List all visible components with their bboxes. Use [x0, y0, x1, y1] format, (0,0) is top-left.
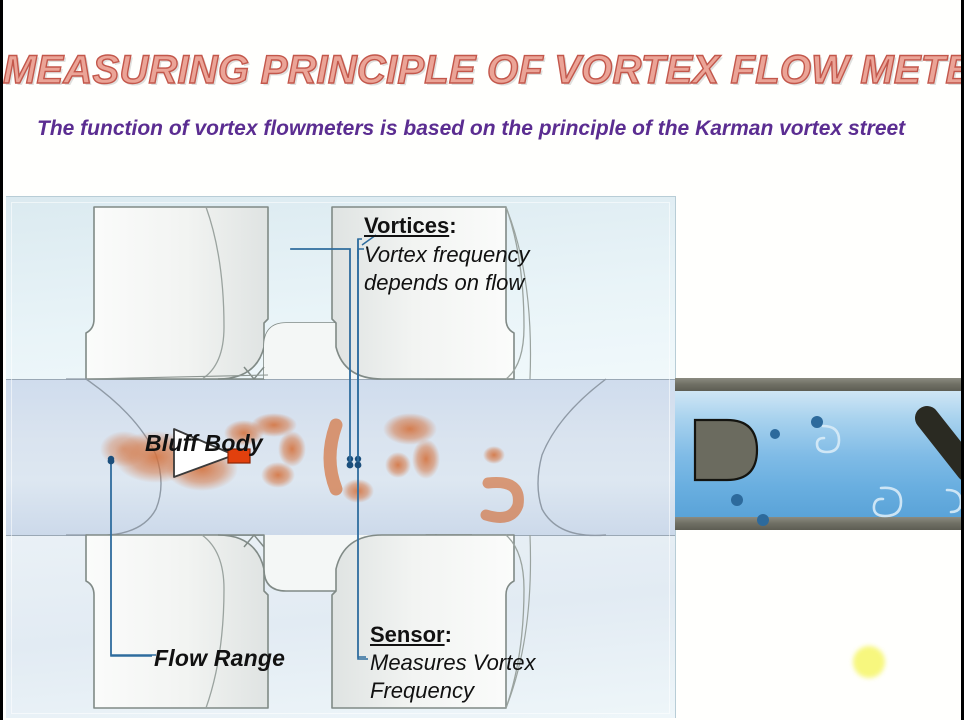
- sensor-marker: [227, 448, 251, 464]
- label-vortices-heading: Vortices:: [364, 213, 457, 239]
- pipe-bubbles: [731, 416, 823, 526]
- leader-sensor: [357, 465, 368, 660]
- leader-dot-flow-range: [107, 457, 115, 465]
- label-vortices-line1: Vortex frequency: [364, 242, 530, 267]
- label-sensor-heading: Sensor:: [370, 622, 452, 648]
- vortex-meter-diagram-panel: Bluff Body Vortices: Vortex frequency de…: [6, 196, 676, 718]
- leader-flow-range: [110, 461, 152, 657]
- pipe-wall-top: [675, 378, 961, 391]
- label-vortices-heading-text: Vortices: [364, 213, 450, 238]
- label-vortices-colon: :: [449, 213, 457, 238]
- label-sensor-line2: Frequency: [370, 678, 474, 703]
- leader-line-vortices-stub: [361, 234, 377, 246]
- leader-lines-overlay: [107, 238, 368, 660]
- meter-body-lower-right: [331, 534, 525, 709]
- pipe-illustration: [675, 378, 961, 530]
- meter-right-casing-curve: [505, 206, 532, 380]
- label-vortices-line2: depends on flow: [364, 270, 525, 295]
- meter-right-casing-curve-lower: [505, 534, 532, 709]
- label-bluff-body: Bluff Body: [145, 430, 263, 456]
- pipe-contents-graphic: [693, 406, 961, 526]
- label-flow-range: Flow Range: [154, 645, 286, 671]
- flow-channel-top-edge: [6, 379, 675, 380]
- yellow-accent-dot: [853, 646, 885, 678]
- pipe-vortex-swirl-1: [815, 424, 841, 454]
- leader-dot-vortices: [354, 461, 362, 469]
- bluff-body-element: [173, 428, 235, 478]
- leader-bluff-body: [290, 248, 351, 465]
- pipe-bluff-body: [693, 418, 759, 482]
- pipe-vortex-swirl-3: [945, 488, 961, 514]
- subtitle-text: The function of vortex flowmeters is bas…: [37, 117, 906, 140]
- flow-meter-cutaway-graphic: [66, 206, 607, 709]
- label-sensor-line1: Measures Vortex: [370, 650, 536, 675]
- pipe-wall-bottom: [675, 517, 961, 530]
- meter-body-upper-right: [331, 206, 525, 380]
- label-sensor-heading-text: Sensor: [370, 622, 445, 647]
- pipe-vortex-swirl-2: [872, 486, 903, 518]
- leader-dot-bluff-body: [346, 461, 354, 469]
- page-title: MEASURING PRINCIPLE OF VORTEX FLOW METER: [3, 47, 964, 92]
- label-sensor-colon: :: [444, 622, 452, 647]
- pipe-sensor-rod: [915, 406, 961, 480]
